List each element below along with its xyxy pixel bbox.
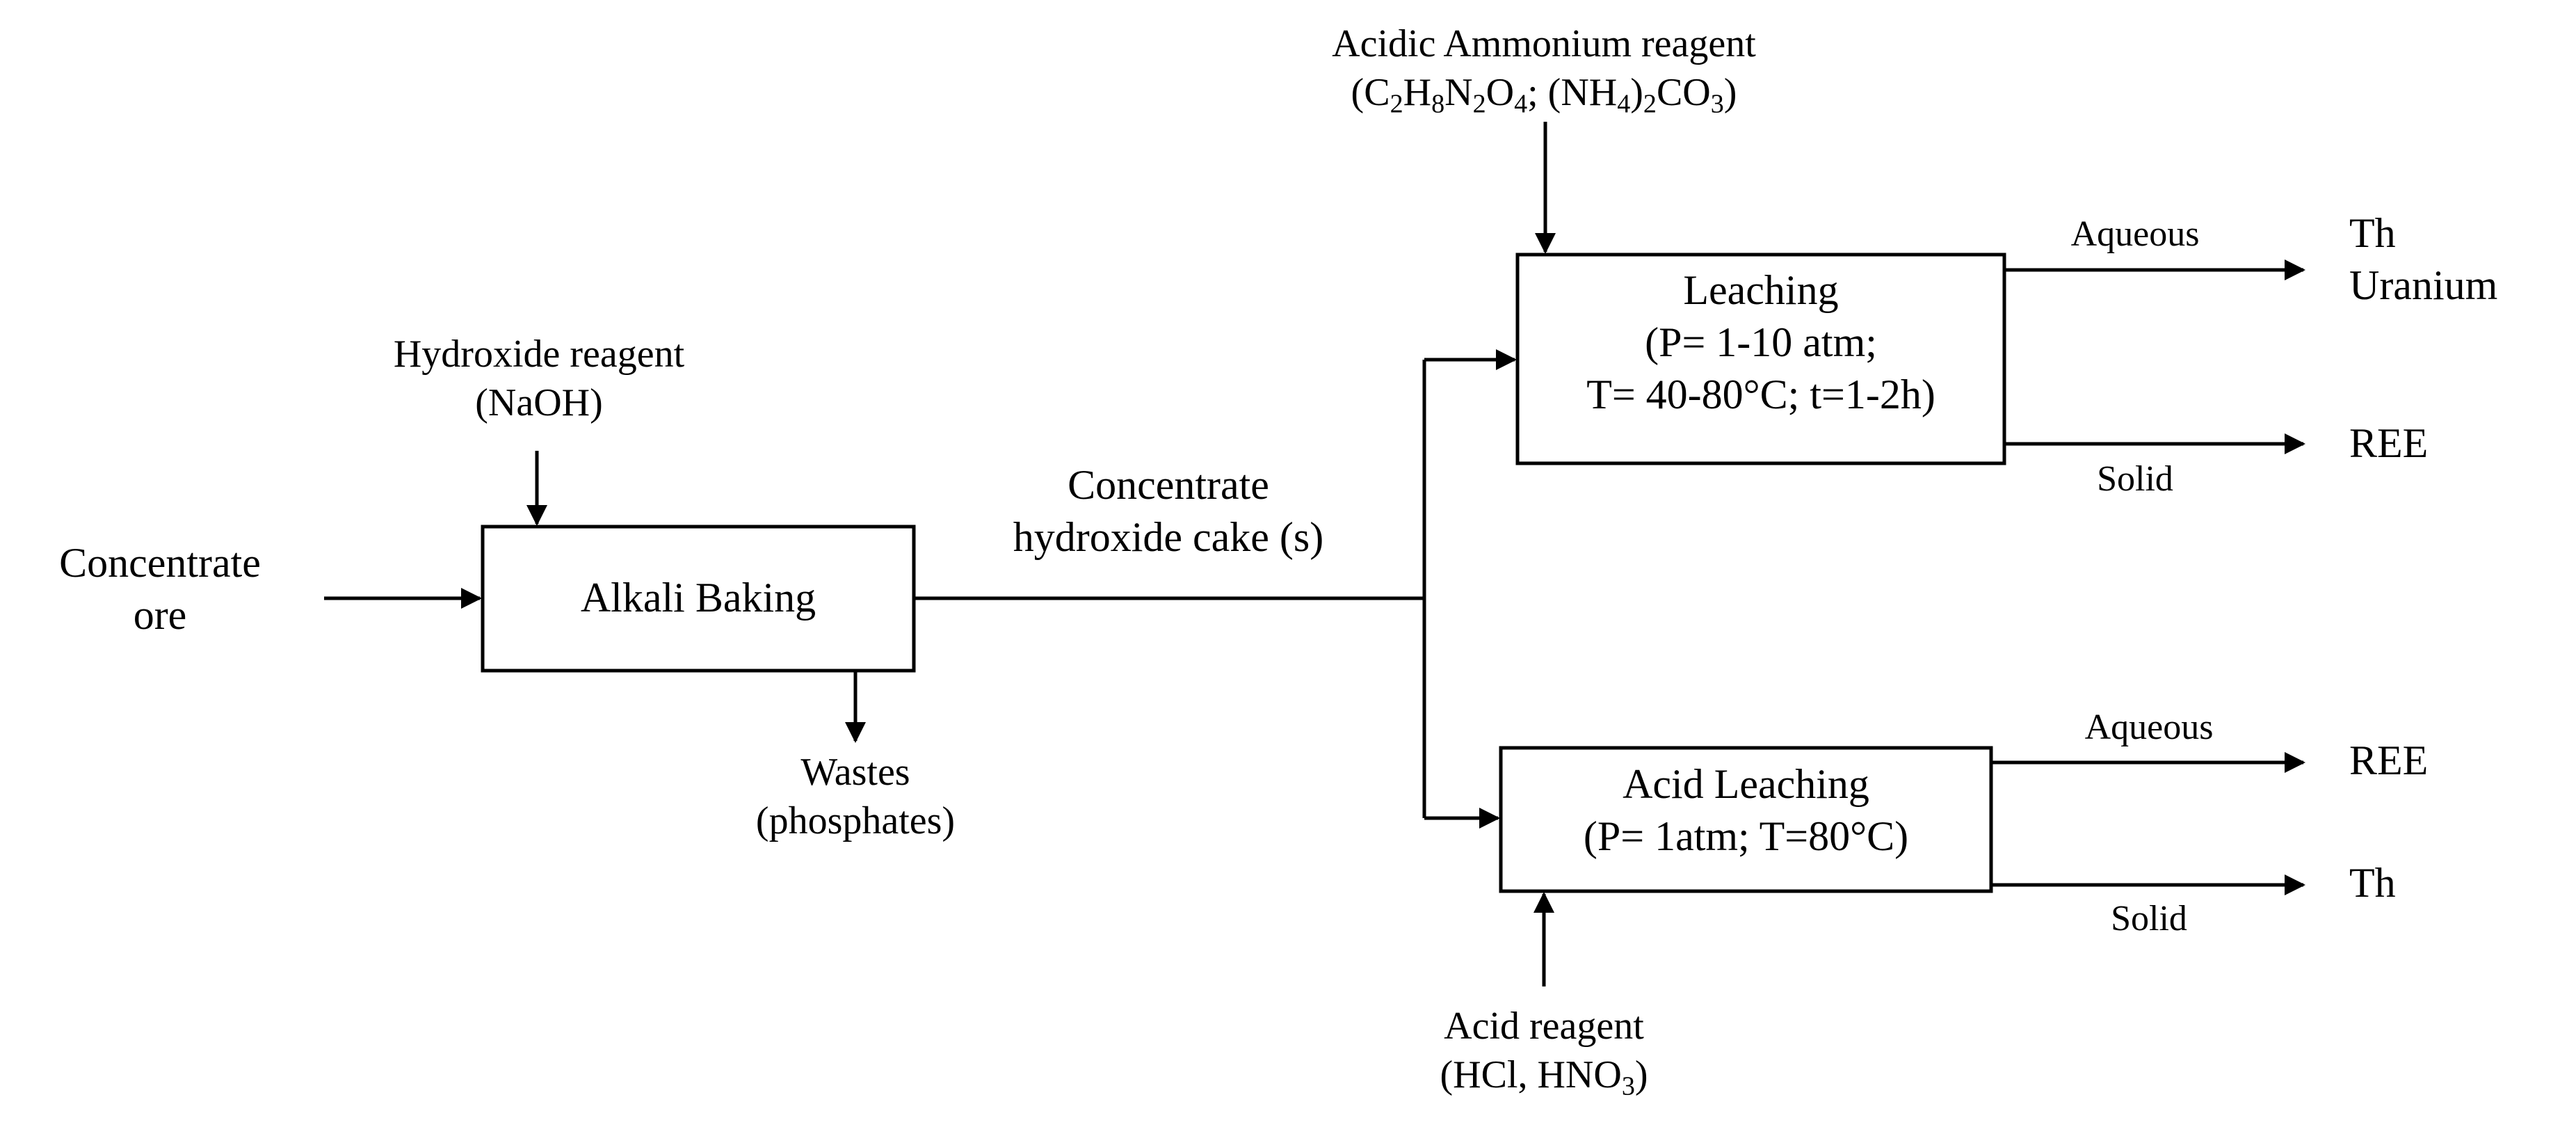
acid-solid-label: Solid <box>2111 899 2187 938</box>
cake-stream-line1: Concentrate <box>1068 462 1269 508</box>
product-uranium: Uranium <box>2349 262 2498 308</box>
ammonium-formula-2: (NH4)2CO3 <box>1547 71 1724 119</box>
ammonium-reagent-name: Acidic Ammonium reagent <box>1332 22 1756 65</box>
concentrate-ore-line2: ore <box>133 592 187 638</box>
wastes-label: Wastes (phosphates) <box>716 748 995 845</box>
leaching-solid-label: Solid <box>2097 459 2173 499</box>
concentrate-ore-line1: Concentrate <box>59 540 261 586</box>
leaching-title: Leaching <box>1683 267 1839 313</box>
product-ree-acid: REE <box>2349 737 2429 783</box>
acid-aqueous-label: Aqueous <box>2084 708 2214 747</box>
hydroxide-reagent-formula: (NaOH) <box>475 381 603 424</box>
ammonium-reagent-formulas: (C2H8N2O4; (NH4)2CO3) <box>1351 71 1737 119</box>
cake-stream-line2: hydroxide cake (s) <box>1013 514 1324 560</box>
leaching-text: Leaching (P= 1-10 atm; T= 40-80°C; t=1-2… <box>1518 264 2004 421</box>
alkali-baking-title: Alkali Baking <box>580 575 816 621</box>
acid-reagent-name: Acid reagent <box>1444 1005 1644 1048</box>
leaching-aqueous-products: Th Uranium <box>2349 207 2572 312</box>
product-th-acid: Th <box>2349 860 2396 906</box>
acid-reagent-label: Acid reagent (HCl, HNO3) <box>1342 1002 1746 1101</box>
product-th-leaching: Th <box>2349 210 2396 256</box>
wastes-line2: (phosphates) <box>755 799 956 842</box>
concentrate-ore-label: Concentrate ore <box>7 537 313 641</box>
product-ree-leaching: REE <box>2349 420 2429 466</box>
leaching-pressure: (P= 1-10 atm; <box>1645 319 1877 365</box>
leaching-box <box>1515 253 2006 465</box>
hydroxide-reagent-name: Hydroxide reagent <box>393 333 685 376</box>
ammonium-reagent-label: Acidic Ammonium reagent (C2H8N2O4; (NH4)… <box>1252 19 1836 119</box>
acid-leaching-box <box>1499 746 1993 893</box>
wastes-line1: Wastes <box>800 751 910 794</box>
ammonium-formula-1: C2H8N2O4 <box>1364 71 1528 119</box>
leaching-aqueous-label: Aqueous <box>2070 214 2200 254</box>
acid-reagent-formula: (HCl, HNO3) <box>1440 1053 1648 1101</box>
acid-leaching-title: Acid Leaching <box>1623 761 1869 807</box>
leaching-temperature-time: T= 40-80°C; t=1-2h) <box>1586 371 1935 417</box>
acid-leaching-conditions: (P= 1atm; T=80°C) <box>1583 813 1909 859</box>
cake-stream-label: Concentrate hydroxide cake (s) <box>925 459 1412 564</box>
acid-leaching-text: Acid Leaching (P= 1atm; T=80°C) <box>1501 758 1991 863</box>
hydroxide-reagent-label: Hydroxide reagent (NaOH) <box>327 330 751 427</box>
